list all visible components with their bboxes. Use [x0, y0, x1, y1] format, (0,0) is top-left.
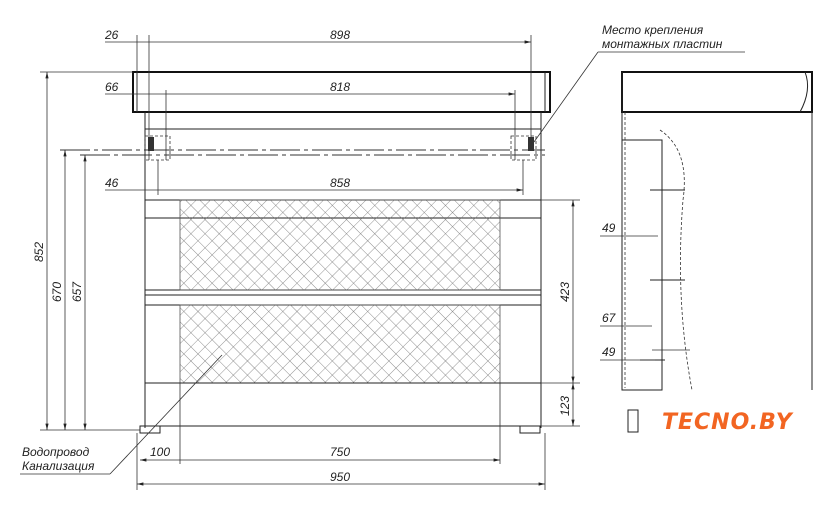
- countertop: [132, 71, 551, 113]
- side-dim-49-bottom: 49: [602, 345, 616, 359]
- foot-right: [519, 425, 541, 434]
- dim-26: 26: [104, 28, 119, 42]
- sewer-label: Канализация: [22, 459, 95, 473]
- dim-950: 950: [330, 470, 350, 484]
- dim-818: 818: [330, 80, 350, 94]
- dim-898: 898: [330, 28, 350, 42]
- dim-423: 423: [558, 282, 572, 302]
- dim-750: 750: [330, 445, 350, 459]
- brand-logo: TECNO.BY: [662, 410, 793, 435]
- side-dim-49-top: 49: [602, 221, 616, 235]
- dim-46: 46: [105, 176, 119, 190]
- mount-label-line1: Место крепления: [602, 23, 704, 37]
- mesh-area-upper: [179, 199, 501, 291]
- dim-66: 66: [105, 80, 119, 94]
- side-dim-67: 67: [602, 311, 617, 325]
- dim-657: 657: [70, 281, 84, 302]
- dim-858: 858: [330, 176, 350, 190]
- mesh-area-lower: [179, 304, 501, 384]
- dim-852: 852: [32, 242, 46, 262]
- foot-left: [139, 425, 161, 434]
- water-label: Водопровод: [22, 445, 90, 459]
- dim-670: 670: [50, 282, 64, 302]
- dim-100: 100: [150, 445, 170, 459]
- mount-plate-left: [148, 137, 154, 151]
- dim-123: 123: [558, 396, 572, 416]
- front-view: 26 898 66 818 46 858 100 750 950 852 670…: [20, 23, 745, 490]
- side-view: 49 67 49: [600, 71, 813, 433]
- mount-label-line2: монтажных пластин: [602, 37, 723, 51]
